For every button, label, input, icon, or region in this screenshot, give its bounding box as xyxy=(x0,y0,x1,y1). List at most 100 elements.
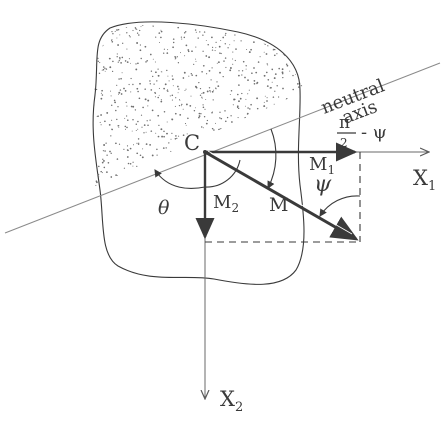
x2-label-sub: 2 xyxy=(235,400,243,415)
stipple-dot xyxy=(229,159,231,161)
stipple-dot xyxy=(185,88,187,90)
stipple-dot xyxy=(183,71,186,74)
stipple-dot xyxy=(241,74,243,76)
stipple-dot xyxy=(172,171,174,173)
stipple-dot xyxy=(276,173,279,175)
stipple-dot xyxy=(208,70,211,72)
stipple-dot xyxy=(286,45,289,47)
x2-label: X2 xyxy=(220,387,243,415)
stipple-dot xyxy=(157,74,160,77)
stipple-dot xyxy=(282,108,284,111)
stipple-dot xyxy=(176,137,178,140)
stipple-dot xyxy=(139,49,142,52)
stipple-dot xyxy=(289,146,292,149)
stipple-dot xyxy=(136,165,138,168)
stipple-dot xyxy=(135,63,137,65)
stipple-dot xyxy=(124,90,127,92)
stipple-dot xyxy=(126,48,128,50)
stipple-dot xyxy=(160,29,162,31)
stipple-dot xyxy=(282,144,284,145)
stipple-dot xyxy=(172,78,174,81)
stipple-dot xyxy=(281,68,284,71)
stipple-dot xyxy=(287,32,290,34)
stipple-dot xyxy=(174,138,177,140)
m1-label-main: M xyxy=(309,154,327,175)
stipple-dot xyxy=(278,45,280,47)
stipple-dot xyxy=(215,87,217,89)
stipple-dot xyxy=(294,181,296,182)
stipple-dot xyxy=(243,154,245,155)
stipple-dot xyxy=(105,142,107,144)
stipple-dot xyxy=(292,117,294,119)
stipple-dot xyxy=(247,79,249,81)
stipple-dot xyxy=(254,141,256,143)
stipple-dot xyxy=(167,49,169,51)
stipple-dot xyxy=(240,176,242,177)
stipple-dot xyxy=(109,150,111,153)
stipple-dot xyxy=(138,142,140,144)
stipple-dot xyxy=(109,90,112,92)
stipple-dot xyxy=(253,80,256,82)
stipple-dot xyxy=(280,162,283,165)
stipple-dot xyxy=(266,38,269,41)
stipple-dot xyxy=(281,49,284,51)
stipple-dot xyxy=(205,99,207,100)
stipple-dot xyxy=(177,181,179,183)
stipple-dot xyxy=(273,28,275,31)
stipple-dot xyxy=(145,143,148,145)
stipple-dot xyxy=(201,71,203,73)
stipple-dot xyxy=(193,109,196,112)
stipple-dot xyxy=(208,136,210,138)
stipple-dot xyxy=(233,98,236,101)
stipple-dot xyxy=(152,25,155,27)
stipple-dot xyxy=(152,161,154,163)
stipple-dot xyxy=(278,129,281,131)
stipple-dot xyxy=(275,105,277,107)
stipple-dot xyxy=(184,89,186,92)
stipple-dot xyxy=(217,162,220,165)
stipple-dot xyxy=(191,50,193,53)
stipple-dot xyxy=(232,63,234,65)
stipple-dot xyxy=(265,120,267,123)
stipple-dot xyxy=(182,108,184,110)
stipple-dot xyxy=(143,168,146,171)
stipple-dot xyxy=(238,25,241,26)
stipple-dot xyxy=(102,159,105,162)
stipple-dot xyxy=(280,165,283,168)
stipple-dot xyxy=(193,63,195,65)
stipple-dot xyxy=(227,154,229,157)
stipple-dot xyxy=(246,112,249,115)
stipple-dot xyxy=(199,31,201,33)
stipple-dot xyxy=(123,148,125,150)
stipple-dot xyxy=(278,181,281,184)
stipple-dot xyxy=(203,31,206,33)
stipple-dot xyxy=(101,69,103,71)
stipple-dot xyxy=(240,176,243,179)
stipple-dot xyxy=(185,44,188,47)
stipple-dot xyxy=(252,119,255,122)
stipple-dot xyxy=(94,175,95,177)
stipple-dot xyxy=(265,71,268,74)
stipple-dot xyxy=(187,183,189,185)
stipple-dot xyxy=(258,27,260,29)
stipple-dot xyxy=(281,71,284,74)
stipple-dot xyxy=(137,138,140,140)
stipple-dot xyxy=(121,72,123,74)
stipple-dot xyxy=(119,89,122,91)
stipple-dot xyxy=(249,160,251,162)
m1-label-sub: 1 xyxy=(327,163,335,177)
stipple-dot xyxy=(203,116,206,118)
psi-label: ψ xyxy=(314,172,332,197)
stipple-dot xyxy=(176,56,178,58)
stipple-dot xyxy=(166,69,168,72)
stipple-dot xyxy=(97,60,99,62)
stipple-dot xyxy=(299,145,302,147)
stipple-dot xyxy=(103,166,106,169)
stipple-dot xyxy=(273,54,276,57)
stipple-dot xyxy=(289,24,290,25)
stipple-dot xyxy=(279,41,281,44)
stipple-dot xyxy=(301,37,303,39)
stipple-dot xyxy=(202,104,204,106)
stipple-dot xyxy=(109,66,112,69)
stipple-dot xyxy=(263,132,265,134)
